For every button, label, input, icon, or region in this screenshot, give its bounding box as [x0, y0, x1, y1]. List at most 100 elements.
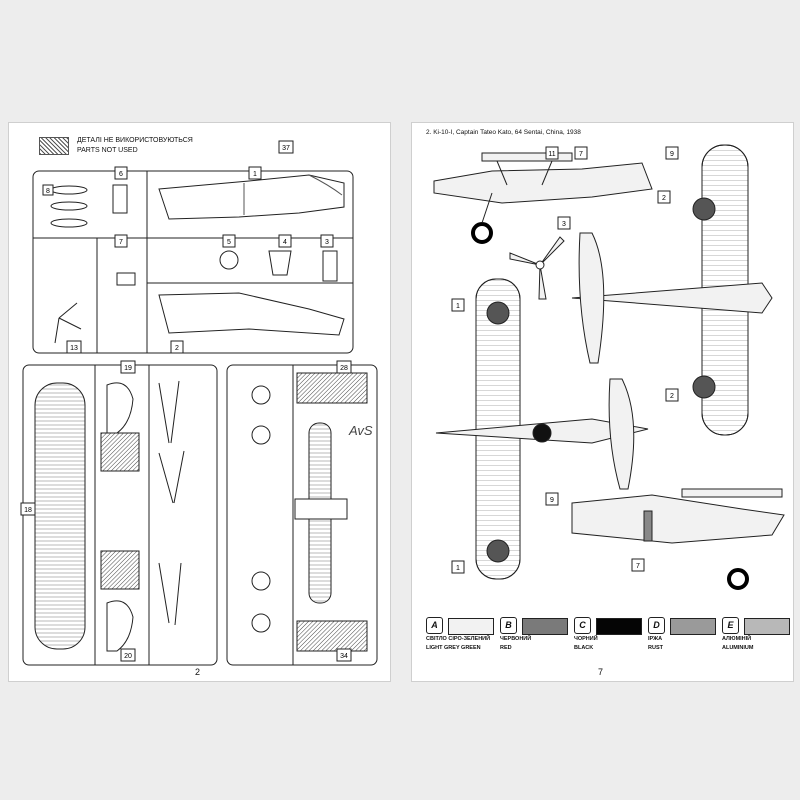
- side-view-top-wing: [481, 152, 573, 162]
- svg-text:37: 37: [282, 145, 290, 152]
- callout-9: 9: [665, 146, 679, 160]
- color-legend: A СВІТЛО СІРО-ЗЕЛЕНИЙ LIGHT GREY GREEN B…: [426, 617, 790, 667]
- svg-text:5: 5: [227, 239, 231, 246]
- svg-text:3: 3: [562, 221, 566, 228]
- svg-text:2: 2: [670, 393, 674, 400]
- svg-text:8: 8: [46, 188, 50, 195]
- callout-2b: 2: [665, 388, 679, 402]
- upper-wing: [34, 382, 86, 650]
- color-swatch: [448, 618, 494, 635]
- scheme-header: 2. Ki-10-I, Captain Tateo Kato, 64 Senta…: [426, 129, 581, 136]
- wheel-30b: [251, 613, 271, 633]
- color-code: D: [648, 617, 665, 634]
- part-label-1: 1: [248, 166, 262, 180]
- color-code: C: [574, 617, 591, 634]
- callout-7: 7: [574, 146, 588, 160]
- svg-text:19: 19: [124, 365, 132, 372]
- color-name-en: RUST: [648, 645, 663, 651]
- part-3: [322, 250, 338, 282]
- propeller: [509, 236, 565, 300]
- part-8c: [50, 218, 88, 228]
- logo-avs: AvS: [348, 423, 373, 438]
- svg-text:1: 1: [253, 171, 257, 178]
- part-12: [58, 302, 78, 319]
- callout-2a: 2: [657, 190, 671, 204]
- page-number: 7: [598, 667, 604, 677]
- color-name-en: BLACK: [574, 645, 594, 651]
- part-6: [112, 184, 128, 214]
- page-number: 2: [195, 667, 201, 677]
- color-name-en: LIGHT GREY GREEN: [426, 645, 481, 651]
- part-label-20: 20: [120, 648, 136, 662]
- svg-text:18: 18: [24, 507, 32, 514]
- side-view-wheel: [471, 222, 493, 244]
- svg-text:7: 7: [579, 151, 583, 158]
- color-name-en: ALUMINIUM: [722, 645, 754, 651]
- color-code: A: [426, 617, 443, 634]
- painting-page: 2. Ki-10-I, Captain Tateo Kato, 64 Senta…: [411, 122, 794, 682]
- svg-text:2: 2: [662, 195, 666, 202]
- color-swatch: [670, 618, 716, 635]
- part-label-19: 19: [120, 360, 136, 374]
- svg-text:34: 34: [340, 653, 348, 660]
- color-code: B: [500, 617, 517, 634]
- svg-text:3: 3: [325, 239, 329, 246]
- sprue-diagram: 37 1 6 8 7 5 4 3 2 13 18 19 20 28 34 AvS: [20, 140, 378, 666]
- svg-text:1: 1: [456, 303, 460, 310]
- hinomaru-2: [692, 375, 716, 399]
- top-view-fuselage: [571, 282, 773, 314]
- color-name-en: RED: [500, 645, 512, 651]
- part-label-37: 37: [278, 140, 294, 154]
- part-label-18: 18: [20, 502, 36, 516]
- part-label-5: 5: [222, 234, 236, 248]
- wheel-31b: [251, 571, 271, 591]
- fuselage-half-1: [158, 174, 345, 220]
- part-label-13: 13: [66, 340, 82, 354]
- part-label-3: 3: [320, 234, 334, 248]
- sprue-page: ДЕТАЛІ НЕ ВИКОРИСТОВУЮТЬСЯ PARTS NOT USE…: [8, 122, 391, 682]
- fuselage-half-2: [158, 292, 345, 336]
- svg-text:2: 2: [175, 345, 179, 352]
- part-label-4: 4: [278, 234, 292, 248]
- callout-1b: 1: [451, 560, 465, 574]
- top-view-tailplane: [578, 232, 605, 364]
- svg-text:7: 7: [636, 563, 640, 570]
- hatch-swatch: [39, 137, 69, 155]
- svg-text:9: 9: [550, 497, 554, 504]
- part-label-6: 6: [114, 166, 128, 180]
- callout-1a: 1: [451, 298, 465, 312]
- hinomaru-3: [486, 301, 510, 325]
- painting-diagram: 11 7 9 2 3 1 2 9 1 7: [433, 144, 785, 590]
- part-14: [116, 272, 136, 286]
- wheel-31a: [251, 425, 271, 445]
- color-swatch: [744, 618, 790, 635]
- rudder-2: [106, 600, 134, 652]
- rudder-1: [106, 382, 134, 434]
- part-5-wheel: [219, 250, 239, 270]
- unused-label-en: PARTS NOT USED: [76, 147, 138, 154]
- color-code: E: [722, 617, 739, 634]
- part-label-7: 7: [114, 234, 128, 248]
- svg-text:20: 20: [124, 653, 132, 660]
- part-label-2: 2: [170, 340, 184, 354]
- svg-text:11: 11: [548, 151, 555, 158]
- svg-text:28: 28: [340, 365, 348, 372]
- svg-text:7: 7: [119, 239, 123, 246]
- callout-7b: 7: [631, 558, 645, 572]
- color-name-ua: ЧЕРВОНИЙ: [500, 636, 532, 642]
- callout-9b: 9: [545, 492, 559, 506]
- part-8a: [50, 185, 88, 195]
- part-label-8a: 8: [42, 184, 54, 196]
- callout-3: 3: [557, 216, 571, 230]
- color-name-ua: СВІТЛО СІРО-ЗЕЛЕНИЙ: [426, 636, 491, 642]
- hinomaru-1: [692, 197, 716, 221]
- callout-11: 11: [545, 146, 559, 160]
- wheel-30a: [251, 385, 271, 405]
- unused-label-ua: ДЕТАЛІ НЕ ВИКОРИСТОВУЮТЬСЯ: [76, 137, 193, 144]
- svg-text:9: 9: [670, 151, 674, 158]
- lower-right-sprue-frame: [226, 364, 378, 666]
- part-label-34: 34: [336, 648, 352, 662]
- part-4: [268, 250, 292, 276]
- upper-sprue-frame: [32, 170, 354, 354]
- hinomaru-4: [486, 539, 510, 563]
